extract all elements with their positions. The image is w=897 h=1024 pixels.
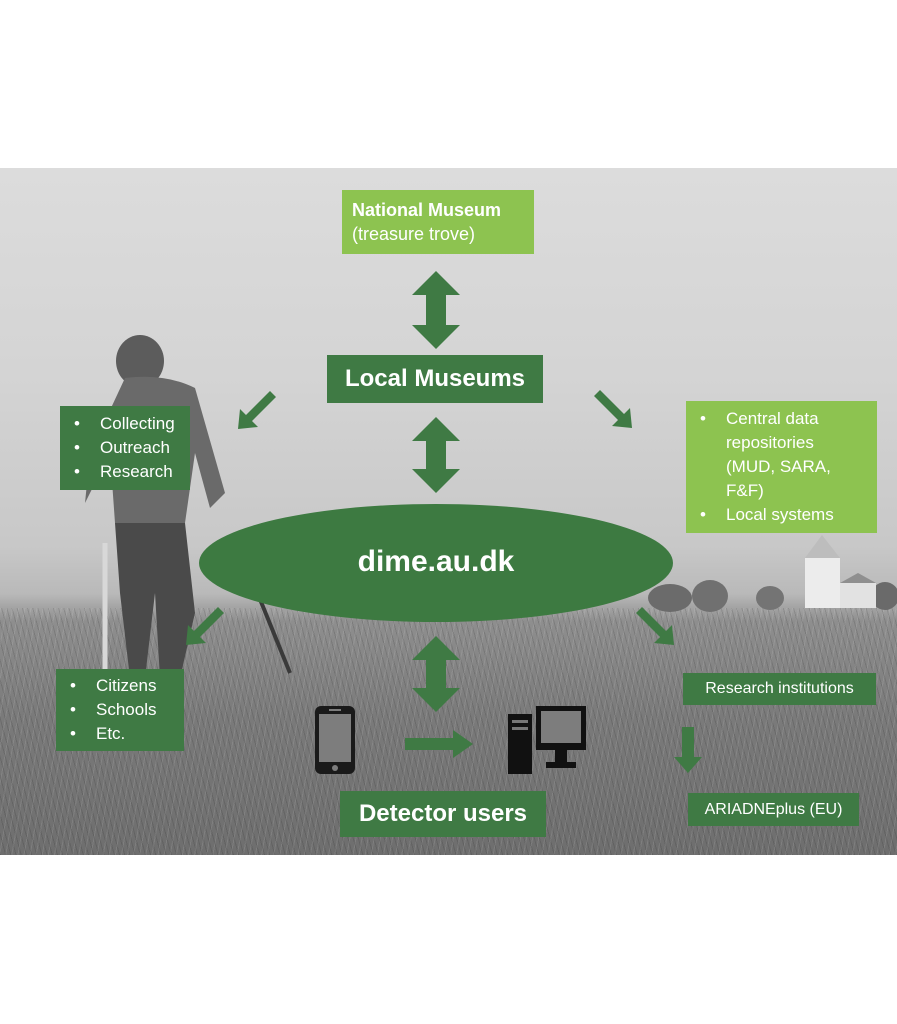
detector-users-label: Detector users: [358, 800, 528, 827]
list-item: Outreach: [64, 436, 186, 460]
local-museums-box: Local Museums: [327, 355, 543, 403]
museum-activities-list: Collecting Outreach Research: [64, 412, 186, 484]
ariadne-box: ARIADNEplus (EU): [688, 793, 859, 826]
double-arrow-national-local: [412, 271, 460, 349]
national-museum-box: National Museum (treasure trove): [342, 190, 534, 254]
church: [805, 535, 876, 608]
desktop-computer-icon: [508, 706, 586, 774]
phone-icon: [315, 706, 355, 774]
dime-ellipse: [199, 504, 673, 622]
ariadne-label: ARIADNEplus (EU): [704, 800, 843, 818]
double-arrow-local-dime: [412, 417, 460, 493]
list-item: Etc.: [60, 722, 180, 746]
research-institutions-box: Research institutions: [683, 673, 876, 705]
arrow-to-research-institutions: [636, 607, 674, 645]
list-item: Research: [64, 460, 186, 484]
central-repositories-box: Central data repositories (MUD, SARA, F&…: [686, 401, 877, 533]
list-item: Collecting: [64, 412, 186, 436]
tree-line: [648, 580, 897, 612]
museum-activities-box: Collecting Outreach Research: [60, 406, 190, 490]
dime-label: dime.au.dk: [357, 545, 515, 578]
list-item: Local systems: [690, 503, 873, 527]
detector-users-box: Detector users: [340, 791, 546, 837]
national-museum-title: National Museum: [352, 200, 502, 220]
research-institutions-label: Research institutions: [705, 680, 854, 697]
double-arrow-dime-detector: [412, 636, 460, 712]
list-item: Citizens: [60, 674, 180, 698]
list-item: Central data repositories (MUD, SARA, F&…: [690, 407, 873, 503]
central-repositories-list: Central data repositories (MUD, SARA, F&…: [690, 407, 873, 527]
arrow-down-to-ariadne: [674, 727, 702, 773]
arrow-phone-to-computer: [405, 730, 473, 758]
arrow-to-museum-activities: [238, 391, 276, 429]
arrow-to-public: [186, 607, 224, 645]
local-museums-label: Local Museums: [344, 365, 526, 392]
public-box: Citizens Schools Etc.: [56, 669, 184, 751]
arrow-to-central-repositories: [594, 390, 632, 428]
national-museum-subtitle: (treasure trove): [352, 224, 476, 244]
list-item: Schools: [60, 698, 180, 722]
public-list: Citizens Schools Etc.: [60, 674, 180, 746]
